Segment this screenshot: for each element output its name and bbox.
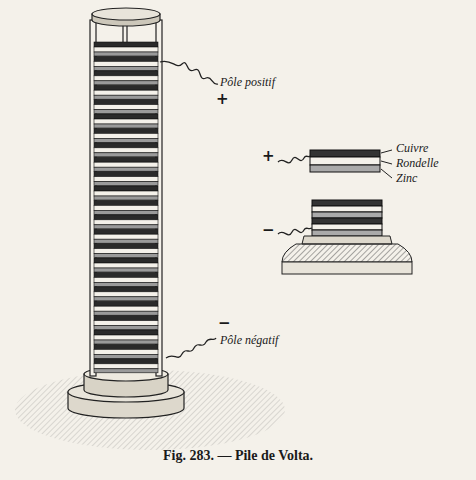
disk <box>94 258 158 263</box>
disk <box>94 234 158 239</box>
disk <box>94 244 158 249</box>
disk <box>94 124 158 128</box>
disk <box>94 210 158 214</box>
disk <box>94 311 158 315</box>
disk <box>94 359 158 364</box>
disk <box>94 292 158 297</box>
disk <box>94 167 158 171</box>
polarity-sign: − <box>218 315 231 332</box>
part-label: Rondelle <box>396 157 439 170</box>
disk <box>94 128 158 133</box>
disk <box>94 95 158 99</box>
disk <box>94 61 158 66</box>
disk <box>94 268 158 272</box>
disk <box>94 177 158 182</box>
part-label: Pôle négatif <box>220 334 278 347</box>
disk <box>94 52 158 56</box>
part-label: Zinc <box>396 172 417 185</box>
disk <box>94 229 158 234</box>
disk <box>94 157 158 162</box>
disk <box>94 335 158 340</box>
disk <box>94 282 158 286</box>
disk <box>94 172 158 177</box>
two-element-stack <box>282 200 412 274</box>
disk <box>94 354 158 358</box>
disk <box>94 220 158 225</box>
disk <box>94 239 158 243</box>
disk <box>94 301 158 306</box>
disk <box>94 47 158 52</box>
disk <box>94 119 158 124</box>
disk <box>94 110 158 114</box>
disk <box>94 143 158 148</box>
disk <box>94 272 158 277</box>
negative-wire <box>166 338 216 358</box>
disk <box>94 297 158 301</box>
disk <box>94 364 158 369</box>
polarity-sign: + <box>262 148 275 165</box>
disk <box>94 148 158 153</box>
disk <box>94 133 158 138</box>
pile-base <box>68 367 184 418</box>
disk <box>94 42 158 47</box>
single-element <box>310 150 392 178</box>
glass-rods <box>90 18 162 376</box>
disk <box>94 344 158 349</box>
disk <box>94 105 158 110</box>
part-label: Pôle positif <box>220 76 275 89</box>
disk <box>94 287 158 292</box>
disk <box>94 263 158 268</box>
disk <box>94 200 158 205</box>
ground-shading <box>15 370 285 450</box>
disk <box>94 71 158 76</box>
disk <box>94 215 158 220</box>
disk <box>94 321 158 326</box>
disk <box>94 66 158 70</box>
part-label: Cuivre <box>396 142 428 155</box>
disk <box>94 369 158 373</box>
disk <box>94 249 158 254</box>
disk <box>94 138 158 142</box>
figure-caption: Fig. 283. — Pile de Volta. <box>163 448 313 464</box>
disk-stack <box>94 42 158 373</box>
disk <box>94 56 158 61</box>
disk <box>94 153 158 157</box>
disk <box>94 182 158 186</box>
polarity-sign: − <box>262 222 275 239</box>
disk <box>94 316 158 321</box>
disk <box>94 254 158 258</box>
disk <box>94 330 158 335</box>
disk <box>94 306 158 311</box>
disk <box>94 100 158 105</box>
disk <box>94 205 158 210</box>
disk <box>94 191 158 196</box>
disk <box>94 349 158 354</box>
top-plate <box>92 8 160 26</box>
disk <box>94 196 158 200</box>
polarity-sign: + <box>216 91 229 108</box>
disk <box>94 81 158 85</box>
disk <box>94 76 158 81</box>
element-wire-positive <box>278 156 310 163</box>
disk <box>94 114 158 119</box>
element-wire-negative <box>278 228 312 235</box>
disk <box>94 326 158 330</box>
disk <box>94 225 158 229</box>
disk <box>94 85 158 90</box>
disk <box>94 340 158 344</box>
disk <box>94 90 158 95</box>
disk <box>94 186 158 191</box>
disk <box>94 162 158 167</box>
disk <box>94 277 158 282</box>
positive-wire <box>160 61 218 84</box>
